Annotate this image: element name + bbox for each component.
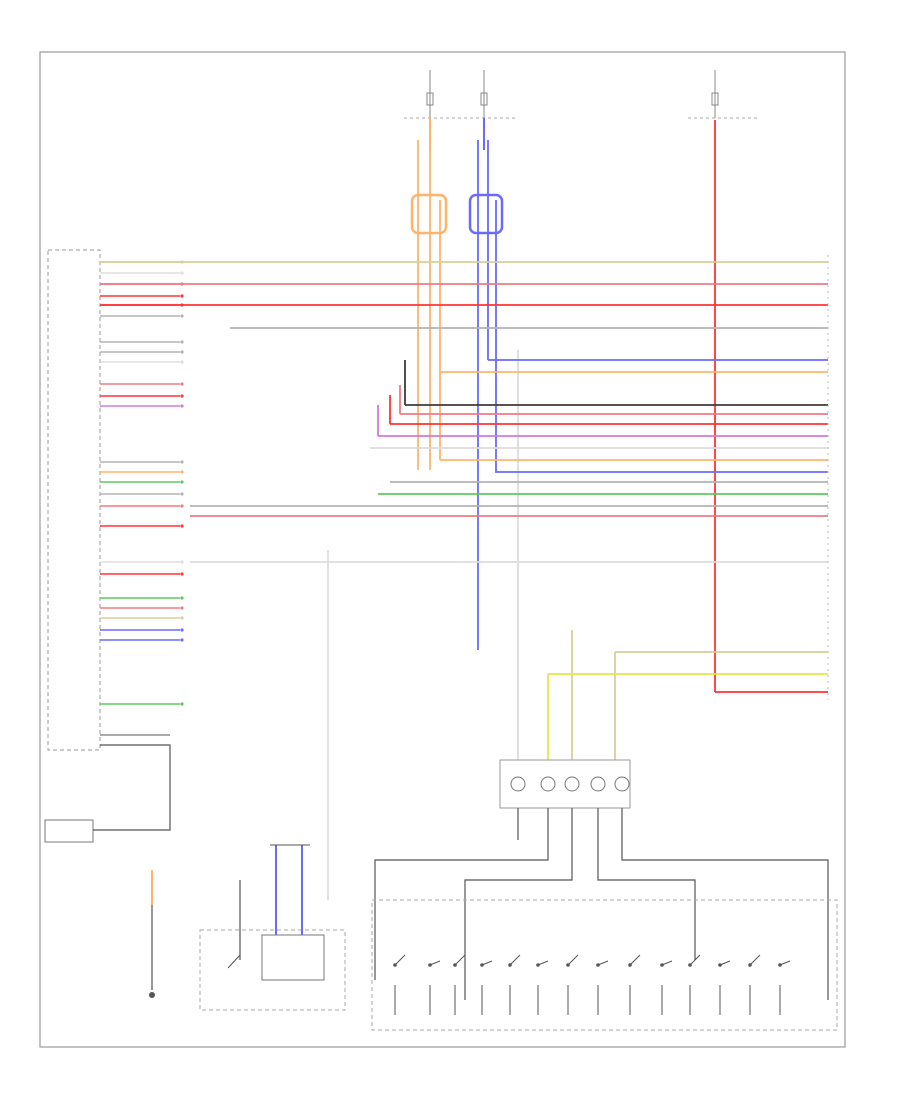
switch-contact-pivot [748,963,752,967]
switch-contact-pivot [718,963,722,967]
switch-contact-pivot [453,963,457,967]
switch-contact-pivot [508,963,512,967]
pin-dot [180,314,184,318]
pin-dot [180,340,184,344]
module-relay [44,734,171,843]
switch-contact-pivot [660,963,664,967]
pin-dot [180,360,184,364]
power-source-middle [480,70,488,150]
switch-contact-pivot [536,963,540,967]
pin-dot [180,606,184,610]
switch-contact-pivot [393,963,397,967]
splice-bundle-orange [410,193,448,235]
pin-dot [180,480,184,484]
switch-contact-blade [567,954,579,966]
pin-dot [180,394,184,398]
switch-contact-blade [629,954,641,966]
pin-dot [180,492,184,496]
pin-dot [180,560,184,564]
pin-dot [180,470,184,474]
power-source-right [688,70,760,119]
switch-contact-blade [689,954,701,966]
pin-dot [180,572,184,576]
pin-dot [180,628,184,632]
pin-dot [180,702,184,706]
harness-wires [100,261,828,693]
ground-lead [149,870,155,998]
switch-contact-pivot [688,963,692,967]
pin-dot [180,460,184,464]
pin-dot [180,294,184,298]
pin-dot [180,404,184,408]
switch-contact-pivot [428,963,432,967]
switch-contacts [393,954,791,1015]
switch-contact-pivot [480,963,484,967]
pin-dot [180,596,184,600]
splice-bundle-blue [468,193,504,235]
riser-wires [327,120,716,900]
pin-dot [180,382,184,386]
switch-contact-pivot [628,963,632,967]
pin-dot [180,524,184,528]
switch-contact-blade [394,954,406,966]
switch-contact-blade [454,954,466,966]
power-source-left [404,70,515,150]
pin-dot [180,282,184,286]
connector-block [499,759,631,809]
switch-contact-pivot [778,963,782,967]
pin-dot [180,638,184,642]
pin-dot [180,504,184,508]
pin-dot [180,350,184,354]
switch-contact-pivot [566,963,570,967]
pin-dot [180,616,184,620]
module-pin-stubs [100,260,184,706]
switch-assembly-box [371,899,838,1031]
pin-dot [180,260,184,264]
amplifier-component [199,844,346,1011]
diagram-border [39,51,846,1048]
switch-contact-pivot [596,963,600,967]
pin-dot [180,303,184,307]
switch-leads [374,808,829,1000]
control-module-box [47,249,101,751]
switch-contact-blade [509,954,521,966]
pin-dot [180,271,184,275]
switch-contact-blade [749,954,761,966]
